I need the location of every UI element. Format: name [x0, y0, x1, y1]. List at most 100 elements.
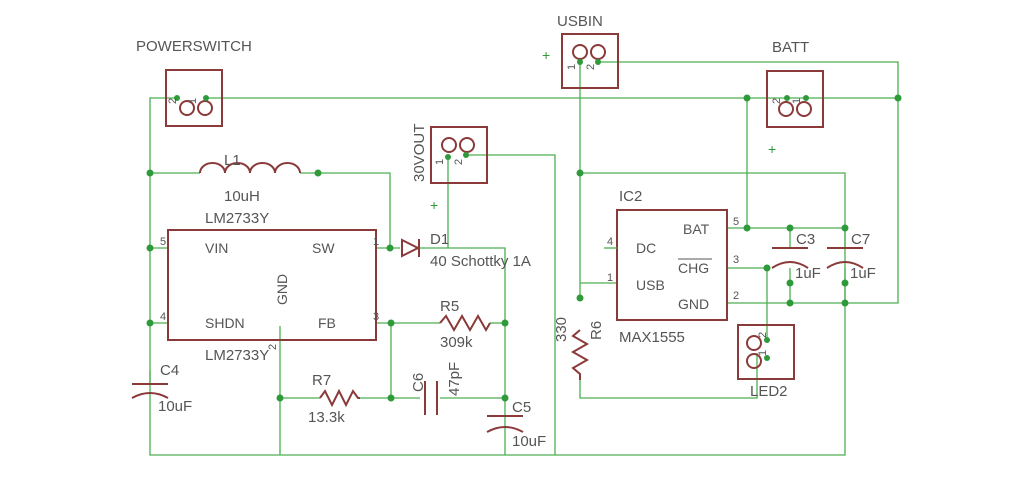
junction [786, 279, 794, 287]
junction [786, 224, 794, 232]
c3-label: C3 [796, 231, 815, 248]
wire-vout-pin2 [466, 154, 556, 455]
junction [386, 244, 394, 252]
ic2-pinnum-dc: 4 [607, 236, 613, 248]
connector-batt: 2 1 BATT + [766, 39, 824, 157]
c7-value: 1uF [850, 265, 876, 282]
led2-label: LED2 [750, 383, 788, 400]
capacitor-c5: C5 10uF [486, 399, 546, 450]
r6-label: R6 [588, 321, 605, 340]
capacitor-c7: C7 1uF [826, 231, 876, 282]
resistor-r7: R7 13.3k [308, 372, 360, 426]
c5-value: 10uF [512, 433, 546, 450]
inductor-l1: L1 10uH [199, 152, 301, 205]
c5-label: C5 [512, 399, 531, 416]
junction [387, 394, 395, 402]
ic1-pin-gnd: GND [274, 274, 290, 305]
vout-pin2: 2 [453, 159, 465, 165]
ic2-pin-bat: BAT [683, 221, 710, 237]
wire-usbin-pin2 [598, 61, 899, 98]
connector-30vout: 1 2 30VOUT + [411, 124, 488, 213]
ic2-part: MAX1555 [619, 329, 685, 346]
l1-value: 10uH [224, 188, 260, 205]
d1-value: 40 Schottky 1A [430, 253, 531, 270]
r5-label: R5 [440, 298, 459, 315]
diode-d1: D1 40 Schottky 1A [401, 231, 531, 270]
wire-diode-out [420, 247, 506, 455]
ic2-pinnum-gnd: 2 [733, 290, 739, 302]
wires [149, 61, 899, 456]
usbin-pin1: 1 [566, 64, 578, 70]
ic2-pin-usb: USB [636, 277, 665, 293]
usbin-pin2: 2 [585, 64, 597, 70]
vout-pin1: 1 [434, 159, 446, 165]
ic1-pinnum-sw: 1 [373, 236, 379, 248]
junction [146, 244, 154, 252]
batt-label: BATT [772, 39, 809, 56]
l1-label: L1 [224, 152, 241, 169]
ic2-pin-chg: CHG [678, 260, 709, 276]
junction [387, 319, 395, 327]
vout-label: 30VOUT [411, 124, 428, 182]
powerswitch-pin2: 2 [167, 98, 179, 104]
junction [146, 169, 154, 177]
ic2-name: IC2 [619, 188, 642, 205]
ic2-pinnum-bat: 5 [733, 216, 739, 228]
d1-label: D1 [430, 231, 449, 248]
junction [314, 169, 322, 177]
junction [576, 294, 584, 302]
wire-batt-pin1-gnd [790, 98, 899, 304]
ic1-pin-sw: SW [312, 240, 335, 256]
batt-plus: + [768, 141, 776, 157]
junction [894, 94, 902, 102]
wire-batt-pin2 [746, 98, 845, 229]
ic1-pin-vin: VIN [205, 240, 228, 256]
r7-value: 13.3k [308, 409, 345, 426]
junction [841, 224, 849, 232]
ic1-pinnum-vin: 5 [160, 236, 166, 248]
capacitor-c4: C4 10uF [131, 362, 192, 415]
ic1-pin-fb: FB [318, 315, 336, 331]
r6-value: 330 [553, 317, 570, 342]
connector-powerswitch: 2 1 POWERSWITCH [136, 38, 252, 127]
c3-value: 1uF [795, 265, 821, 282]
led2-pin1: 1 [757, 350, 769, 356]
usbin-plus: + [542, 47, 550, 63]
ic1-pinnum-fb: 3 [373, 311, 379, 323]
ic2-pin-dc: DC [636, 240, 656, 256]
ic1-pinnum-gnd: 2 [267, 344, 279, 350]
junction [576, 169, 584, 177]
wire-c7-feed [580, 172, 846, 456]
led2-pin2: 2 [757, 332, 769, 338]
ic2-pinnum-chg: 3 [733, 254, 739, 266]
r5-value: 309k [440, 334, 473, 351]
capacitor-c3: C3 1uF [771, 231, 821, 282]
batt-pin1: 1 [791, 98, 803, 104]
junction [276, 394, 284, 402]
resistor-r6: R6 330 [553, 317, 605, 380]
c4-label: C4 [160, 362, 179, 379]
ic1-pinnum-shdn: 4 [160, 311, 166, 323]
ic2-pinnum-usb: 1 [607, 272, 613, 284]
ic1-pin-shdn: SHDN [205, 315, 245, 331]
powerswitch-pin1: 1 [187, 98, 199, 104]
junction [501, 394, 509, 402]
powerswitch-label: POWERSWITCH [136, 38, 252, 55]
c6-value: 47pF [446, 362, 463, 396]
junction [841, 299, 849, 307]
ic-lm2733y: LM2733Y LM2733Y VIN SW SHDN FB GND 5 1 4… [160, 210, 379, 364]
junction [786, 299, 794, 307]
junction [743, 94, 751, 102]
junction [501, 319, 509, 327]
connector-led2: 2 1 LED2 [737, 324, 795, 400]
ic2-pin-gnd: GND [678, 296, 709, 312]
batt-pin2: 2 [771, 98, 783, 104]
ic1-name: LM2733Y [205, 210, 269, 227]
junction [146, 319, 154, 327]
connector-usbin: 1 2 USBIN + [542, 13, 619, 89]
r7-label: R7 [312, 372, 331, 389]
c7-label: C7 [851, 231, 870, 248]
wire-powerswitch-left [149, 97, 580, 456]
junction [763, 264, 771, 272]
wire-inductor-right [300, 172, 391, 248]
